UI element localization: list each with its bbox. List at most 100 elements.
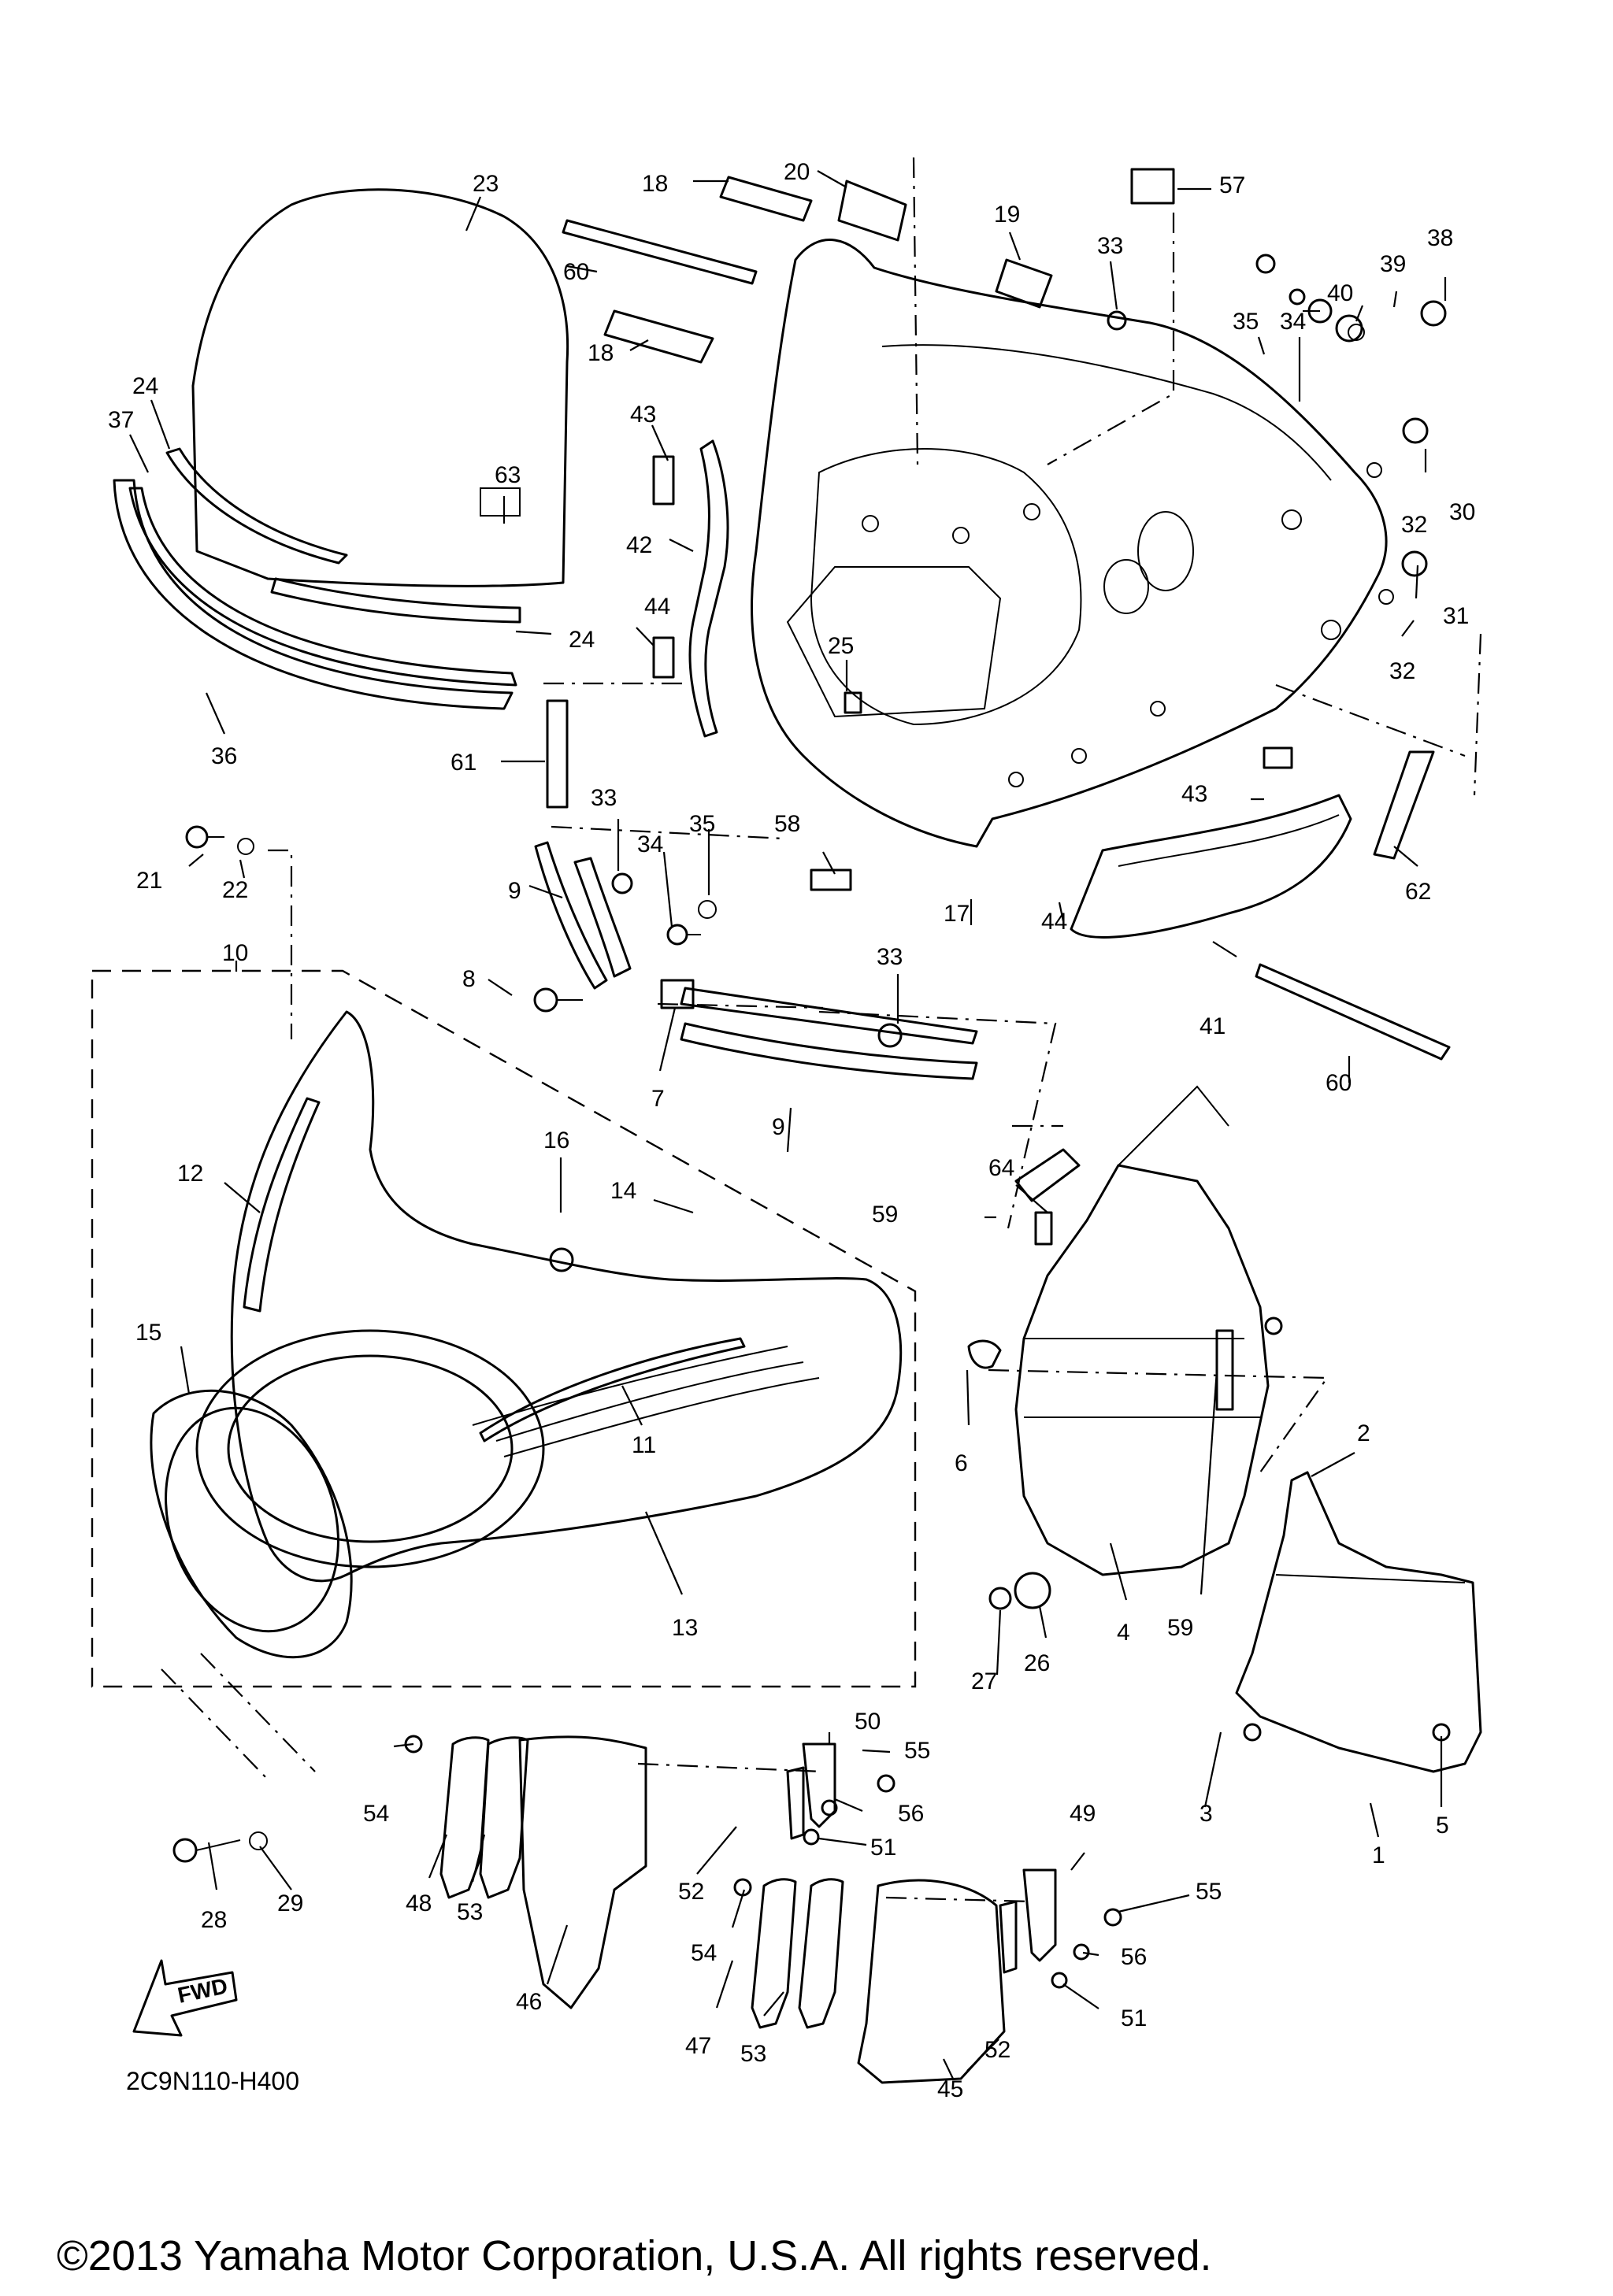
callout-57: 57 xyxy=(1219,172,1245,198)
callout-33-bottom: 33 xyxy=(877,944,903,970)
mount-frame xyxy=(1235,1471,1482,1773)
callout-64: 64 xyxy=(988,1155,1014,1181)
callout-12: 12 xyxy=(177,1161,203,1187)
callout-33-mid: 33 xyxy=(591,785,617,811)
outer-fairing xyxy=(230,1010,903,1583)
callout-7: 7 xyxy=(651,1086,665,1112)
callout-62: 62 xyxy=(1405,879,1431,905)
callout-43-bottom: 43 xyxy=(1181,781,1207,807)
fairing-trim-bar xyxy=(1070,794,1352,939)
side-bracket xyxy=(688,439,729,738)
small-parts xyxy=(562,176,1451,1202)
callout-44-top: 44 xyxy=(644,594,670,620)
callout-33-top: 33 xyxy=(1097,233,1123,259)
windshield-trim-strips xyxy=(165,447,521,624)
callout-11: 11 xyxy=(632,1432,656,1458)
callout-54-bottom: 54 xyxy=(691,1940,717,1966)
callout-17: 17 xyxy=(944,901,970,927)
callout-19: 19 xyxy=(994,202,1020,228)
callout-2: 2 xyxy=(1357,1420,1370,1446)
callout-63: 63 xyxy=(495,462,521,488)
callout-53-bottom: 53 xyxy=(740,2041,766,2067)
diagram-reference-code: 2C9N110-H400 xyxy=(126,2067,299,2095)
callout-3: 3 xyxy=(1200,1801,1213,1827)
callout-18-top: 18 xyxy=(642,171,668,197)
callout-52-bottom: 52 xyxy=(984,2037,1010,2063)
stay-rods xyxy=(546,699,1435,860)
callout-55-top: 55 xyxy=(904,1738,930,1764)
callout-28: 28 xyxy=(201,1907,227,1933)
callout-20: 20 xyxy=(784,159,810,185)
callout-56-top: 56 xyxy=(898,1801,924,1827)
callout-35-top: 35 xyxy=(1233,309,1259,335)
callout-35-mid: 35 xyxy=(689,811,715,837)
callout-39: 39 xyxy=(1380,251,1406,277)
callout-52-top: 52 xyxy=(678,1879,704,1905)
callout-9-top: 9 xyxy=(508,878,521,904)
callout-1: 1 xyxy=(1372,1842,1385,1868)
leader-lines xyxy=(129,170,1447,2079)
callout-51-top: 51 xyxy=(870,1835,896,1861)
callout-5: 5 xyxy=(1436,1813,1449,1839)
callout-34-mid: 34 xyxy=(637,831,663,857)
callout-53-top: 53 xyxy=(457,1899,483,1925)
callout-26: 26 xyxy=(1024,1650,1050,1676)
fasteners xyxy=(172,168,1451,1989)
windshield xyxy=(191,188,569,587)
callout-61: 61 xyxy=(451,750,476,776)
fairing-sub-frame xyxy=(1014,1085,1270,1576)
callout-60-bottom: 60 xyxy=(1326,1070,1352,1096)
callout-32-bottom: 32 xyxy=(1389,658,1415,684)
callout-50: 50 xyxy=(855,1709,881,1735)
callout-27: 27 xyxy=(971,1668,997,1694)
callout-47: 47 xyxy=(685,2033,711,2059)
fairing-brackets xyxy=(534,841,978,1080)
callout-21: 21 xyxy=(136,868,162,894)
callout-31: 31 xyxy=(1443,603,1469,629)
callout-32-top: 32 xyxy=(1401,512,1427,538)
side-panels xyxy=(439,1735,1006,2084)
callout-4: 4 xyxy=(1117,1620,1130,1646)
callout-44-bottom: 44 xyxy=(1041,909,1067,935)
callout-58: 58 xyxy=(774,811,800,837)
headlight-bezel xyxy=(150,1389,353,1659)
callout-36: 36 xyxy=(211,743,237,769)
callout-38: 38 xyxy=(1427,225,1453,251)
callout-51-bottom: 51 xyxy=(1121,2005,1147,2031)
callout-labels: 23 18 20 57 19 33 38 39 40 35 34 60 18 2… xyxy=(108,159,1475,2102)
callout-59-top: 59 xyxy=(872,1202,898,1228)
callout-55-bottom: 55 xyxy=(1196,1879,1222,1905)
callout-34-top: 34 xyxy=(1280,309,1306,335)
callout-46: 46 xyxy=(516,1989,542,2015)
callout-24-bottom: 24 xyxy=(569,627,595,653)
callout-16: 16 xyxy=(543,1128,569,1154)
callout-40: 40 xyxy=(1327,280,1353,306)
small-brackets xyxy=(786,1742,1057,1974)
callout-6: 6 xyxy=(955,1450,968,1476)
callout-13: 13 xyxy=(672,1615,698,1641)
callout-29: 29 xyxy=(277,1890,303,1916)
callout-56-bottom: 56 xyxy=(1121,1944,1147,1970)
callout-59-bottom: 59 xyxy=(1167,1615,1193,1641)
callout-30: 30 xyxy=(1449,499,1475,525)
callout-23: 23 xyxy=(473,171,499,197)
fairing-stripes xyxy=(243,1097,746,1442)
headlight-housing xyxy=(195,1329,545,1568)
callout-14: 14 xyxy=(610,1178,636,1204)
callout-49: 49 xyxy=(1070,1801,1096,1827)
fairing-edge-trim xyxy=(113,479,517,710)
callout-10: 10 xyxy=(222,940,248,966)
fwd-arrow-icon: FWD xyxy=(132,1959,238,2037)
assembly-guide-lines xyxy=(161,157,1482,1903)
callout-43-top: 43 xyxy=(630,402,656,428)
callout-45: 45 xyxy=(937,2076,963,2102)
callout-37: 37 xyxy=(108,407,134,433)
callout-60-top: 60 xyxy=(563,259,589,285)
callout-25: 25 xyxy=(828,633,854,659)
callout-18-mid: 18 xyxy=(588,340,614,366)
callout-24-top: 24 xyxy=(132,373,158,399)
callout-41: 41 xyxy=(1200,1013,1226,1039)
callout-9-bottom: 9 xyxy=(772,1114,785,1140)
callout-48: 48 xyxy=(406,1890,432,1916)
